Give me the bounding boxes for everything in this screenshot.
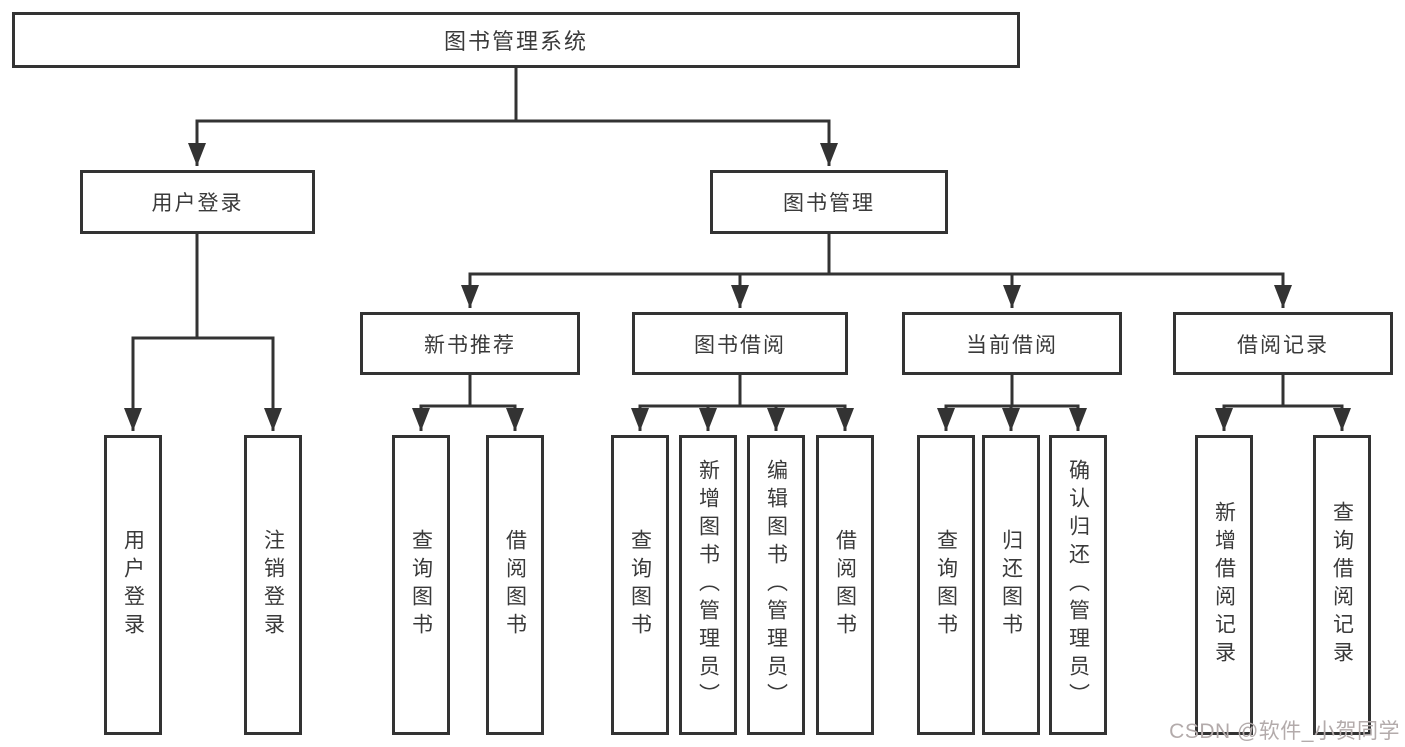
leaf-borrowing-query-books: 查询图书 bbox=[611, 435, 669, 735]
leaf-query-borrow-record-label: 查询借阅记录 bbox=[1330, 501, 1354, 669]
leaf-add-borrow-record-label: 新增借阅记录 bbox=[1212, 501, 1236, 669]
node-borrowing-records: 借阅记录 bbox=[1173, 312, 1393, 375]
leaf-current-query-books: 查询图书 bbox=[917, 435, 975, 735]
node-book-borrowing-label: 图书借阅 bbox=[694, 333, 786, 357]
node-new-book-recommend: 新书推荐 bbox=[360, 312, 580, 375]
node-current-borrowing-label: 当前借阅 bbox=[966, 333, 1058, 357]
leaf-confirm-return-admin-label: 确认归还（管理员） bbox=[1066, 459, 1090, 711]
leaf-borrow-books-label: 借阅图书 bbox=[833, 529, 857, 641]
node-book-management: 图书管理 bbox=[710, 170, 948, 234]
csdn-watermark: CSDN @软件_小贺同学 bbox=[1169, 720, 1400, 743]
leaf-newbook-query-books-label: 查询图书 bbox=[409, 529, 433, 641]
leaf-borrow-books: 借阅图书 bbox=[816, 435, 874, 735]
leaf-add-books-admin-label: 新增图书（管理员） bbox=[696, 459, 720, 711]
leaf-confirm-return-admin: 确认归还（管理员） bbox=[1049, 435, 1107, 735]
leaf-user-login-label: 用户登录 bbox=[121, 529, 145, 641]
node-root-library-system: 图书管理系统 bbox=[12, 12, 1020, 68]
leaf-return-books-label: 归还图书 bbox=[999, 529, 1023, 641]
leaf-add-books-admin: 新增图书（管理员） bbox=[679, 435, 737, 735]
node-root-label: 图书管理系统 bbox=[443, 29, 588, 54]
leaf-newbook-borrow-books-label: 借阅图书 bbox=[503, 529, 527, 641]
leaf-edit-books-admin: 编辑图书（管理员） bbox=[747, 435, 805, 735]
leaf-borrowing-query-books-label: 查询图书 bbox=[628, 529, 652, 641]
leaf-newbook-query-books: 查询图书 bbox=[392, 435, 450, 735]
leaf-logout: 注销登录 bbox=[244, 435, 302, 735]
leaf-user-login: 用户登录 bbox=[104, 435, 162, 735]
leaf-newbook-borrow-books: 借阅图书 bbox=[486, 435, 544, 735]
node-user-login: 用户登录 bbox=[80, 170, 315, 234]
node-current-borrowing: 当前借阅 bbox=[902, 312, 1122, 375]
leaf-query-borrow-record: 查询借阅记录 bbox=[1313, 435, 1371, 735]
node-new-book-recommend-label: 新书推荐 bbox=[424, 333, 516, 357]
leaf-edit-books-admin-label: 编辑图书（管理员） bbox=[764, 459, 788, 711]
node-user-login-label: 用户登录 bbox=[151, 192, 244, 215]
leaf-add-borrow-record: 新增借阅记录 bbox=[1195, 435, 1253, 735]
leaf-return-books: 归还图书 bbox=[982, 435, 1040, 735]
node-book-borrowing: 图书借阅 bbox=[632, 312, 848, 375]
leaf-current-query-books-label: 查询图书 bbox=[934, 529, 958, 641]
leaf-logout-label: 注销登录 bbox=[261, 529, 285, 641]
node-book-management-label: 图书管理 bbox=[783, 192, 875, 215]
node-borrowing-records-label: 借阅记录 bbox=[1237, 333, 1329, 357]
